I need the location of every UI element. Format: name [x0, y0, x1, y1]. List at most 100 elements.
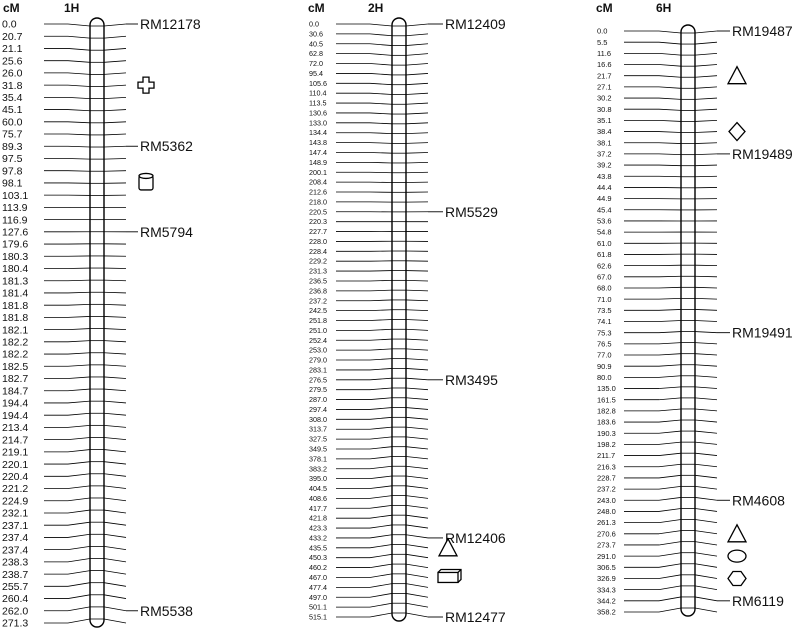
right-connector-line [695, 53, 717, 55]
right-connector-line [104, 329, 126, 330]
right-connector-line [695, 608, 717, 612]
left-connector-line [659, 409, 681, 411]
position-label: 75.3 [597, 328, 612, 337]
position-label: 477.4 [309, 583, 327, 592]
right-connector-line [406, 73, 428, 75]
right-connector-line [406, 24, 428, 26]
right-connector-line [695, 154, 717, 155]
right-connector-line [406, 368, 428, 370]
right-connector-line [104, 486, 126, 489]
left-connector-line [370, 535, 392, 538]
right-connector-line [406, 417, 428, 419]
position-label: 262.0 [2, 605, 28, 617]
position-label: 228.0 [309, 237, 327, 246]
position-label: 181.8 [2, 300, 28, 312]
left-connector-line [68, 534, 90, 537]
position-label: 460.2 [309, 563, 327, 572]
right-connector-line [104, 304, 126, 305]
right-connector-line [695, 143, 717, 144]
position-label: 182.5 [2, 361, 28, 373]
position-label: 27.1 [597, 82, 612, 91]
position-label: 252.4 [309, 336, 327, 345]
position-label: 306.5 [597, 563, 616, 572]
left-connector-line [659, 354, 681, 355]
left-connector-line [659, 542, 681, 545]
right-connector-line [695, 453, 717, 455]
left-connector-line [68, 316, 90, 317]
left-connector-line [370, 545, 392, 548]
right-connector-line [104, 122, 126, 123]
left-connector-line [659, 287, 681, 288]
left-connector-line [370, 603, 392, 607]
right-connector-line [695, 531, 717, 534]
position-label: 30.8 [597, 105, 612, 114]
right-connector-line [104, 110, 126, 111]
right-connector-line [695, 31, 717, 33]
position-label: 213.4 [2, 422, 28, 434]
right-connector-line [104, 437, 126, 439]
left-connector-line [370, 584, 392, 588]
position-label: 179.6 [2, 239, 28, 251]
right-connector-line [406, 593, 428, 597]
left-connector-line [659, 398, 681, 400]
position-label: 276.5 [309, 375, 327, 384]
left-connector-line [68, 462, 90, 464]
right-connector-line [406, 505, 428, 508]
position-label: 251.8 [309, 316, 327, 325]
position-label: 134.4 [309, 128, 327, 137]
position-label: 287.0 [309, 395, 327, 404]
position-label: 283.1 [309, 365, 327, 374]
right-connector-line [104, 73, 126, 75]
left-connector-line [659, 309, 681, 310]
left-connector-line [659, 464, 681, 467]
left-connector-line [68, 425, 90, 427]
left-connector-line [659, 53, 681, 55]
marker-label: RM12409 [445, 16, 506, 32]
position-label: 228.7 [597, 474, 616, 483]
right-connector-line [695, 464, 717, 467]
right-connector-line [104, 583, 126, 587]
right-connector-line [104, 48, 126, 50]
right-connector-line [695, 298, 717, 299]
right-connector-line [695, 575, 717, 579]
right-connector-line [406, 554, 428, 557]
right-connector-line [406, 349, 428, 350]
left-connector-line [659, 597, 681, 601]
left-connector-line [68, 36, 90, 38]
marker-label: RM12406 [445, 530, 506, 546]
right-connector-line [104, 607, 126, 611]
position-label: 16.6 [597, 60, 612, 69]
right-connector-line [406, 152, 428, 153]
right-connector-line [406, 290, 428, 291]
right-connector-line [406, 613, 428, 617]
right-connector-line [695, 354, 717, 355]
left-connector-line [659, 497, 681, 500]
position-label: 221.2 [2, 483, 28, 495]
position-label: 224.9 [2, 495, 28, 507]
right-connector-line [406, 143, 428, 144]
left-connector-line [68, 413, 90, 415]
right-connector-line [695, 442, 717, 444]
right-connector-line [695, 309, 717, 310]
position-label: 220.4 [2, 471, 28, 483]
right-connector-line [695, 508, 717, 511]
left-connector-line [370, 437, 392, 439]
position-label: 143.8 [309, 138, 327, 147]
position-label: 61.8 [597, 250, 612, 259]
position-label: 334.3 [597, 585, 616, 594]
left-connector-line [370, 93, 392, 94]
position-label: 395.0 [309, 474, 327, 483]
position-label: 238.7 [2, 569, 28, 581]
right-connector-line [406, 280, 428, 281]
left-connector-line [68, 510, 90, 513]
left-connector-line [68, 595, 90, 599]
right-connector-line [104, 365, 126, 366]
left-connector-line [370, 310, 392, 311]
left-connector-line [68, 134, 90, 135]
position-label: 182.7 [2, 373, 28, 385]
position-label: 183.6 [597, 418, 616, 427]
left-connector-line [659, 165, 681, 166]
left-connector-line [370, 339, 392, 340]
right-connector-line [104, 36, 126, 38]
right-connector-line [104, 498, 126, 501]
